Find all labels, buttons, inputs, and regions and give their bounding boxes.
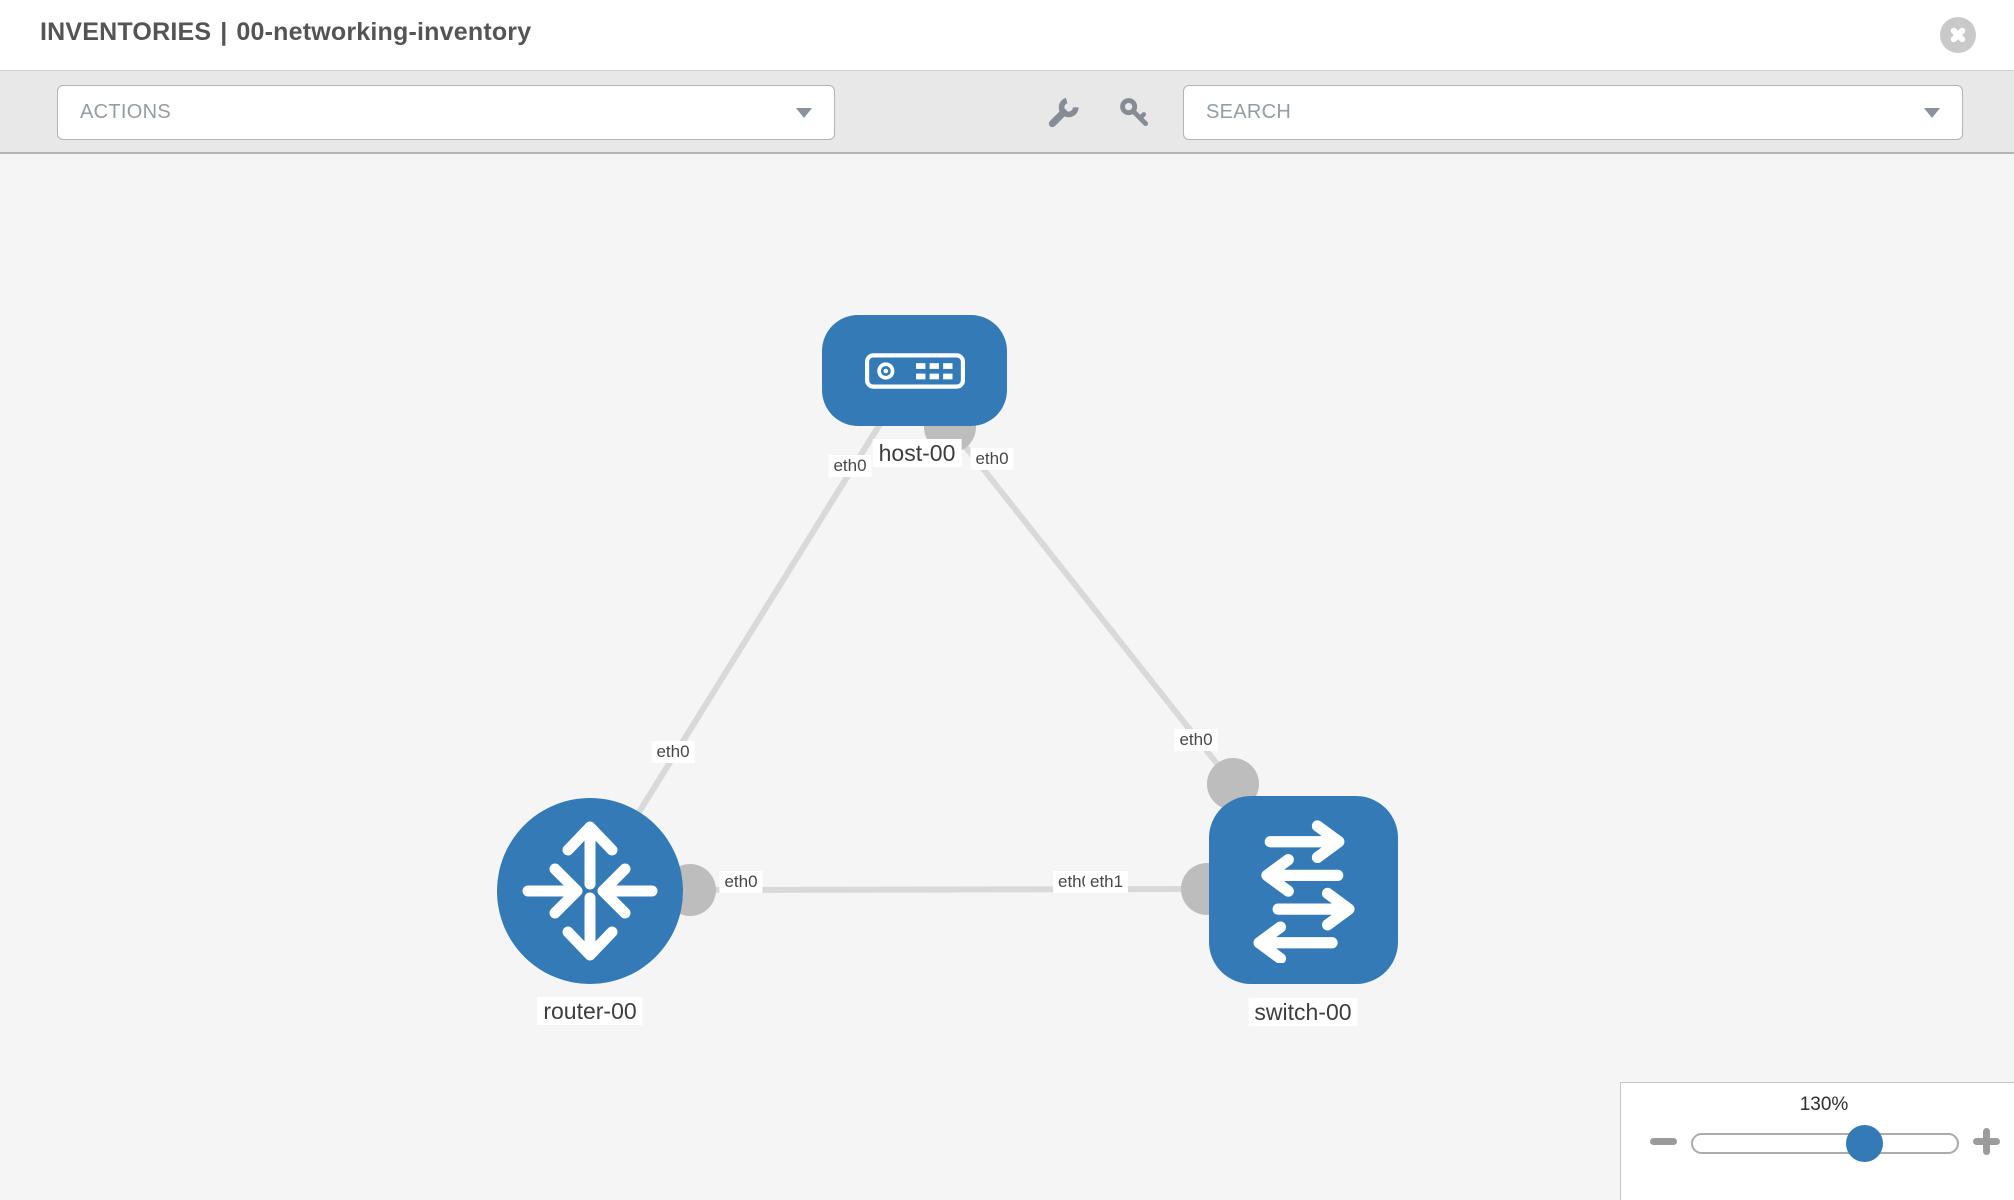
interface-label-host-eth0-link1: eth0: [828, 455, 872, 477]
interface-label-switch-eth0-link2: eth0: [1174, 729, 1218, 751]
chevron-down-icon: [796, 107, 812, 118]
page-title: INVENTORIES | 00-networking-inventory: [40, 18, 531, 47]
close-icon: [1945, 22, 1970, 47]
search-dropdown-label: SEARCH: [1206, 101, 1292, 123]
interface-label-router-eth0-link1: eth0: [651, 741, 695, 763]
page-title-section: INVENTORIES: [40, 18, 212, 46]
page-title-separator: |: [220, 18, 228, 46]
key-icon[interactable]: [1118, 96, 1152, 130]
toolbar-tools: [1046, 71, 1152, 154]
toolbar: ACTIONS SEARCH: [0, 71, 2014, 154]
node-router-00[interactable]: [497, 798, 683, 984]
switch-icon: [1252, 820, 1355, 963]
zoom-slider-handle[interactable]: [1846, 1125, 1883, 1162]
node-label-host-00: host-00: [872, 439, 962, 468]
plus-icon[interactable]: [1973, 1128, 2000, 1155]
topology-links-layer: [587, 401, 1259, 916]
close-button[interactable]: [1940, 17, 1976, 53]
node-label-router-00: router-00: [537, 997, 643, 1026]
minus-icon[interactable]: [1650, 1138, 1677, 1145]
actions-dropdown[interactable]: ACTIONS: [57, 85, 835, 140]
actions-dropdown-label: ACTIONS: [80, 101, 171, 123]
wrench-icon[interactable]: [1046, 96, 1080, 130]
node-switch-00[interactable]: [1209, 796, 1398, 984]
link-host-switch[interactable]: [947, 425, 1236, 786]
search-dropdown[interactable]: SEARCH: [1183, 85, 1963, 140]
router-icon: [522, 821, 658, 961]
interface-label-router-eth0-link3: eth0: [719, 871, 763, 893]
page-title-inventory-name: 00-networking-inventory: [236, 18, 532, 46]
zoom-control-panel: 130%: [1620, 1082, 2014, 1200]
node-label-switch-00: switch-00: [1248, 998, 1358, 1027]
chevron-down-icon: [1924, 107, 1940, 118]
zoom-slider-track[interactable]: [1691, 1133, 1959, 1154]
node-host-00[interactable]: [822, 315, 1007, 426]
interface-label-switch-eth1-link3: eth1: [1085, 871, 1129, 893]
interface-label-host-eth0-link2: eth0: [970, 448, 1014, 470]
header-bar: INVENTORIES | 00-networking-inventory: [0, 0, 2014, 71]
topology-canvas[interactable]: host-00 router-00 switch-00 eth0 eth0 et…: [0, 154, 2014, 1200]
host-icon: [864, 352, 965, 389]
zoom-percent-value: 130%: [1799, 1094, 1849, 1115]
link-router-switch[interactable]: [689, 886, 1208, 893]
